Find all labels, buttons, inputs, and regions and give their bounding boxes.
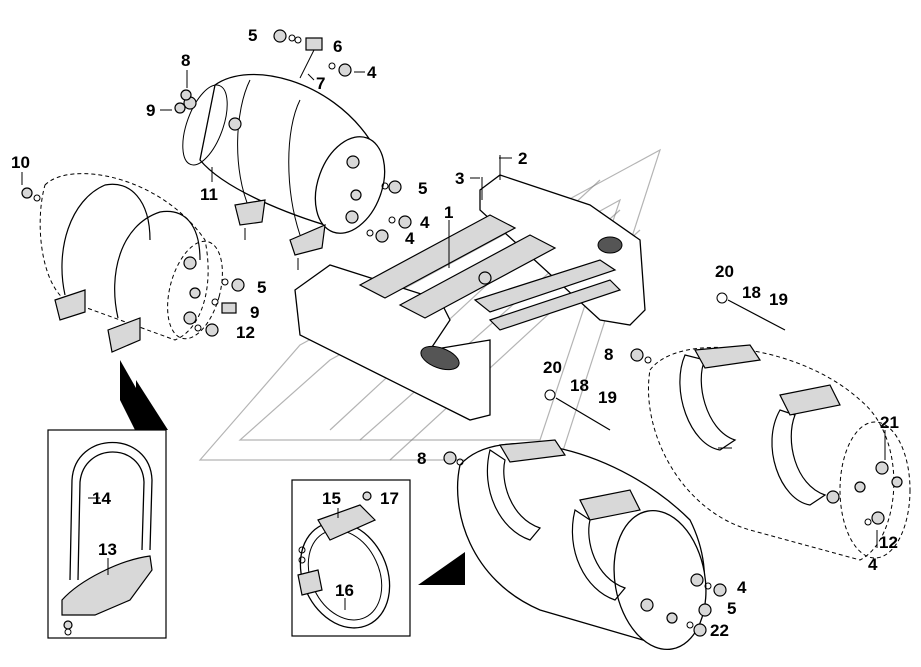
callout-3: 3: [455, 169, 464, 188]
callout-16: 16: [335, 581, 354, 600]
callout-22: 22: [710, 621, 729, 640]
callout-8: 8: [417, 449, 426, 468]
callout-1: 1: [444, 203, 453, 222]
strap-detail-inset: [291, 479, 465, 637]
callout-11: 11: [200, 185, 218, 204]
callout-12: 12: [879, 533, 898, 552]
tank-mounting-frame: [294, 155, 646, 421]
leader-lines: [21, 70, 886, 610]
callout-14: 14: [92, 489, 111, 508]
callout-13: 13: [98, 540, 117, 559]
callout-5: 5: [257, 278, 266, 297]
callout-20: 20: [715, 262, 734, 281]
callout-18: 18: [742, 283, 761, 302]
callout-9: 9: [250, 303, 259, 322]
callout-9: 9: [146, 101, 155, 120]
right-upper-air-tank: [648, 344, 911, 561]
callout-20: 20: [543, 358, 562, 377]
right-lower-air-tank: [456, 439, 727, 651]
upper-air-tank: [182, 73, 386, 270]
drain-valve-assemblies: [443, 292, 786, 466]
callout-8: 8: [181, 51, 190, 70]
callout-17: 17: [380, 489, 399, 508]
callout-5: 5: [418, 179, 427, 198]
callout-18: 18: [570, 376, 589, 395]
u-bolt-detail-inset: [47, 360, 168, 639]
callout-4: 4: [737, 578, 747, 597]
callout-4: 4: [420, 213, 430, 232]
callout-12: 12: [236, 323, 255, 342]
callout-5: 5: [248, 26, 257, 45]
callout-15: 15: [322, 489, 341, 508]
callout-19: 19: [598, 388, 617, 407]
callout-2: 2: [518, 149, 527, 168]
callout-10: 10: [11, 153, 30, 172]
callout-8: 8: [604, 345, 613, 364]
callout-21: 21: [880, 413, 899, 432]
callout-7: 7: [316, 74, 325, 93]
left-air-tank: [21, 173, 245, 353]
callout-6: 6: [333, 37, 342, 56]
callout-labels: 1 2 3 4 4 4 4 4 5 5 5 5 6 7 8 8 8 9 9 10…: [11, 26, 899, 640]
callout-19: 19: [769, 290, 788, 309]
upper-fittings: [174, 29, 412, 243]
callout-5: 5: [727, 599, 736, 618]
callout-4: 4: [868, 555, 878, 574]
callout-4: 4: [367, 63, 377, 82]
callout-4: 4: [405, 229, 415, 248]
